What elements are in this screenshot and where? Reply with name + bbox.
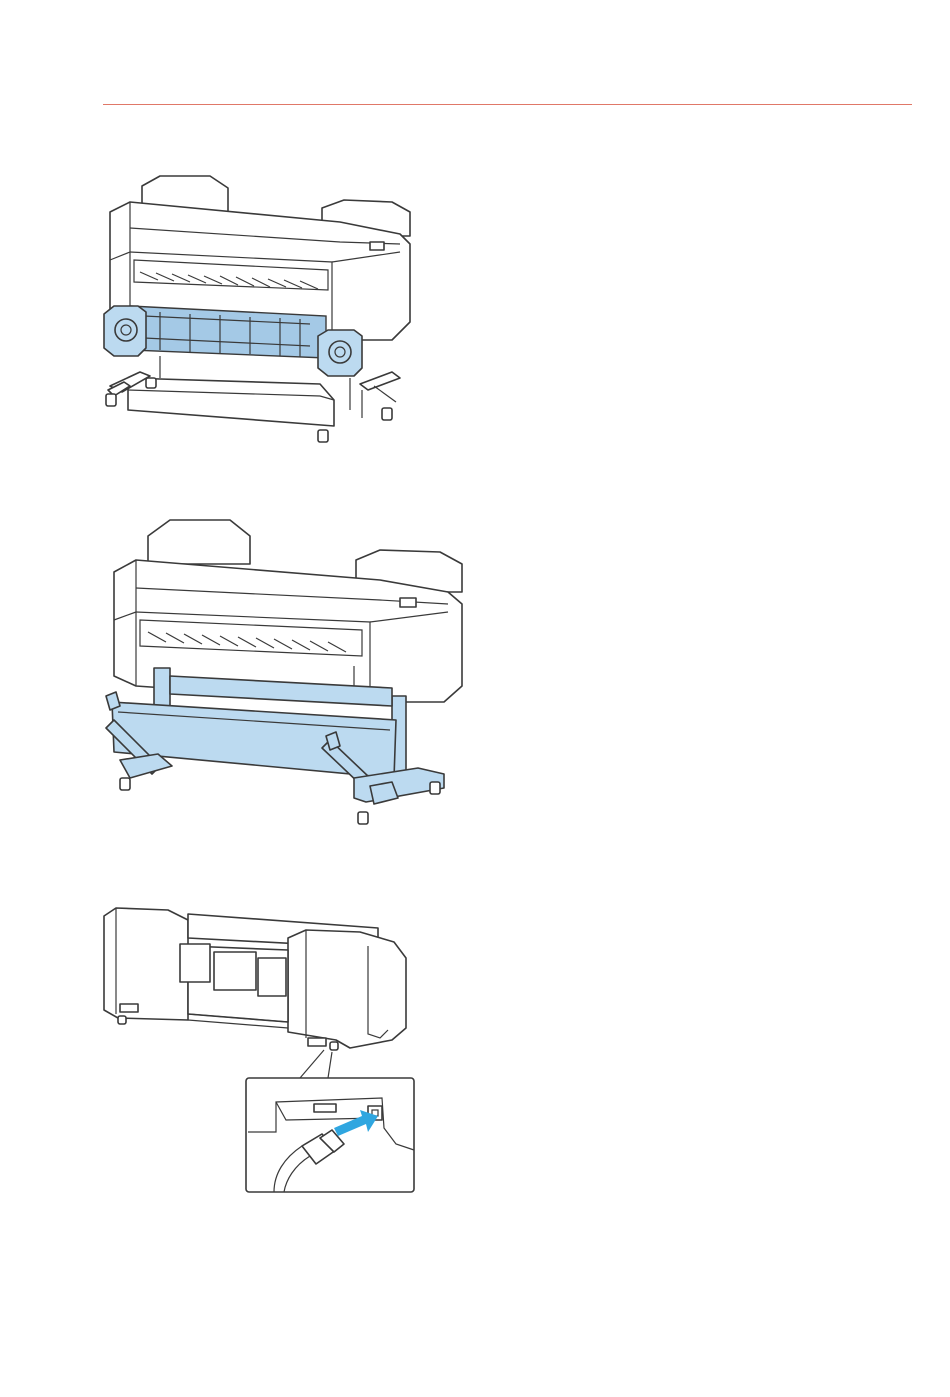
- printer-power-cord-figure: [98, 902, 418, 1198]
- printer-rear-power-cord-illustration: [98, 902, 418, 1198]
- printer-stand-basket-figure: [100, 516, 450, 828]
- printer-stand-basket-illustration: [100, 516, 450, 828]
- printer-roll-unit-illustration: [100, 172, 422, 444]
- header-rule: [103, 104, 912, 105]
- printer-roll-unit-figure: [100, 172, 422, 444]
